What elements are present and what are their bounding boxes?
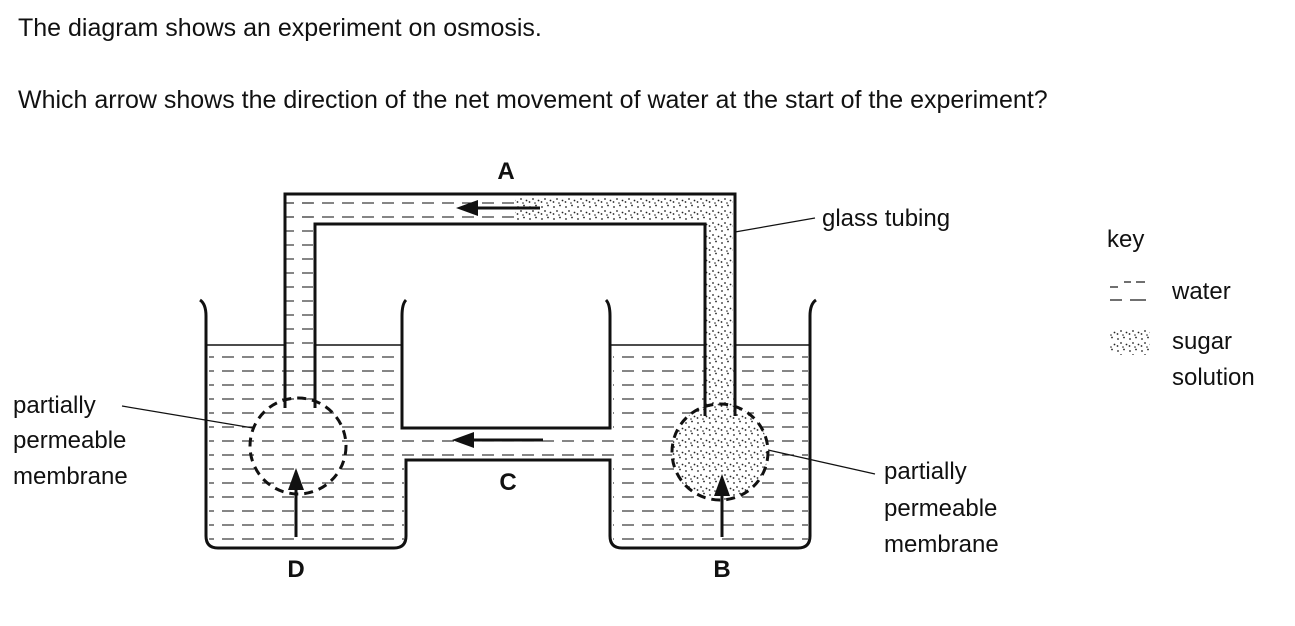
key-title: key [1107, 226, 1144, 253]
tube-sugar-solution [515, 196, 733, 416]
glass-tubing [283, 192, 737, 416]
arrow-d [288, 468, 304, 537]
key: key water sugar solution [1107, 226, 1255, 391]
label-right-membrane-line1: partially [884, 458, 967, 485]
label-glass-tubing: glass tubing [822, 205, 950, 232]
arrow-c [452, 432, 543, 448]
left-membrane-bag-fill [250, 398, 346, 494]
label-c: C [499, 469, 516, 496]
label-a: A [497, 158, 514, 185]
question-prompt: Which arrow shows the direction of the n… [18, 86, 1048, 114]
label-right-membrane-line3: membrane [884, 531, 999, 558]
key-water-swatch [1110, 281, 1146, 301]
right-membrane [670, 402, 770, 502]
arrow-b [714, 474, 730, 537]
label-right-membrane-line2: permeable [884, 495, 997, 522]
left-membrane [248, 396, 348, 496]
key-water-label: water [1171, 278, 1231, 305]
key-sugar-swatch [1110, 329, 1150, 355]
label-b: B [713, 556, 730, 583]
water-region [209, 345, 808, 545]
label-d: D [287, 556, 304, 583]
key-sugar-label-line1: sugar [1172, 328, 1232, 355]
label-left-membrane-line2: permeable [13, 427, 126, 454]
right-membrane-bag [672, 404, 768, 500]
key-sugar-label-line2: solution [1172, 364, 1255, 391]
label-left-membrane-line3: membrane [13, 463, 128, 490]
arrow-a [456, 200, 540, 216]
question-intro: The diagram shows an experiment on osmos… [18, 14, 542, 42]
label-left-membrane-line1: partially [13, 392, 96, 419]
leader-lines [121, 217, 876, 475]
vessel [199, 298, 817, 550]
